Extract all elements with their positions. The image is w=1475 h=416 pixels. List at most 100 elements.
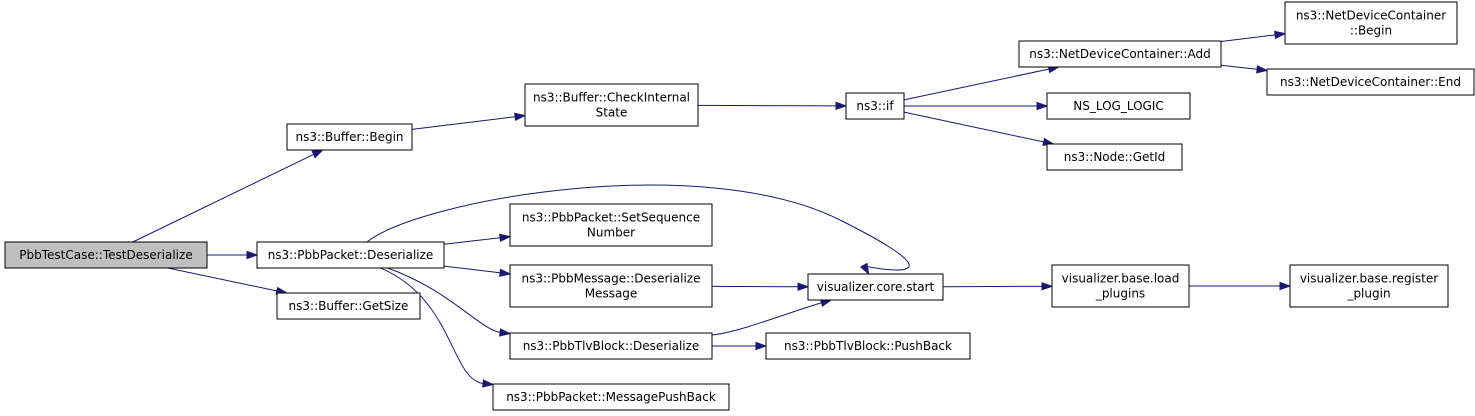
node-label: _plugins <box>1095 287 1145 301</box>
node-box[interactable] <box>524 83 699 127</box>
edge-line <box>167 267 278 292</box>
node-ns3-buffer-getsize[interactable]: ns3::Buffer::GetSize <box>276 292 421 320</box>
node-label: ns3::Buffer::Begin <box>295 130 403 144</box>
edge-n2-n14 <box>387 267 512 337</box>
node-box[interactable] <box>492 383 730 411</box>
node-ns3-netdevicecontainer-begin[interactable]: ns3::NetDeviceContainer::Begin <box>1284 1 1458 45</box>
edge-n14-n11 <box>711 298 833 336</box>
node-ns3-netdevicecontainer-add[interactable]: ns3::NetDeviceContainer::Add <box>1018 40 1222 68</box>
node-box[interactable] <box>1289 264 1449 308</box>
node-box[interactable] <box>4 241 208 269</box>
edge-n6-n9 <box>1220 30 1287 43</box>
arrowhead-icon <box>1256 65 1269 74</box>
node-label: Number <box>587 226 635 240</box>
node-visualizer-core-start[interactable]: visualizer.core.start <box>807 273 944 301</box>
arrowhead-icon <box>499 328 512 337</box>
node-ns3-pbbpacket-messagepushback[interactable]: ns3::PbbPacket::MessagePushBack <box>492 383 730 411</box>
edge-line <box>387 267 502 334</box>
arrowhead-icon <box>835 101 848 111</box>
arrowhead-icon <box>755 341 768 351</box>
edge-n5-n7 <box>904 101 1049 111</box>
node-label: ns3::PbbPacket::SetSequence <box>522 211 700 225</box>
node-label: visualizer.base.register <box>1300 272 1438 286</box>
edge-n1-n4 <box>411 112 527 130</box>
arrowhead-icon <box>1041 282 1054 291</box>
node-label: ns3::NetDeviceContainer <box>1296 9 1446 23</box>
node-box[interactable] <box>1051 264 1190 308</box>
node-box[interactable] <box>765 332 971 360</box>
edge-n2-n11 <box>366 184 910 276</box>
node-box[interactable] <box>256 241 445 269</box>
edge-line <box>443 237 502 245</box>
edge-n2-n15 <box>380 267 495 388</box>
node-box[interactable] <box>807 273 944 301</box>
edge-line <box>1220 34 1277 43</box>
edge-line <box>1220 64 1259 70</box>
node-ns3-pbbtlvblock-pushback[interactable]: ns3::PbbTlvBlock::PushBack <box>765 332 971 360</box>
arrowhead-icon <box>246 250 259 260</box>
edge-n0-n1 <box>132 149 325 243</box>
node-ns3-buffer-begin[interactable]: ns3::Buffer::Begin <box>286 123 413 151</box>
node-visualizer-base-register-plugin[interactable]: visualizer.base.register_plugin <box>1289 264 1449 308</box>
node-box[interactable] <box>509 264 713 308</box>
node-box[interactable] <box>276 292 421 320</box>
nodes-layer: PbbTestCase::TestDeserializens3::Buffer:… <box>4 1 1475 411</box>
arrowhead-icon <box>482 379 495 388</box>
node-label: PbbTestCase::TestDeserialize <box>19 248 192 262</box>
node-label: Message <box>585 287 638 301</box>
node-box[interactable] <box>286 123 413 151</box>
edge-n16-n17 <box>1189 281 1292 291</box>
node-label: ns3::PbbTlvBlock::PushBack <box>784 339 952 353</box>
node-label: ns3::NetDeviceContainer::End <box>1280 75 1461 89</box>
edge-line <box>380 267 485 385</box>
edge-n5-n8 <box>903 111 1055 146</box>
edge-n5-n6 <box>903 65 1061 101</box>
node-label: ns3::if <box>856 99 894 113</box>
node-box[interactable] <box>1018 40 1222 68</box>
node-ns3-netdevicecontainer-end[interactable]: ns3::NetDeviceContainer::End <box>1266 68 1475 96</box>
arrowhead-icon <box>859 262 870 276</box>
edge-line <box>697 104 838 107</box>
edge-line <box>711 302 823 336</box>
arrowhead-icon <box>1036 101 1049 111</box>
node-box[interactable] <box>1284 1 1458 45</box>
node-label: _plugin <box>1346 287 1390 301</box>
arrowhead-icon <box>514 112 527 122</box>
edges-layer <box>132 30 1292 388</box>
arrowhead-icon <box>499 268 512 277</box>
node-ns3-pbbpacket-deserialize[interactable]: ns3::PbbPacket::Deserialize <box>256 241 445 269</box>
node-label: ns3::PbbTlvBlock::Deserialize <box>523 339 700 353</box>
edge-n0-n3 <box>167 267 289 295</box>
edge-n13-n11 <box>711 282 810 291</box>
arrowhead-icon <box>1274 30 1287 40</box>
edge-line <box>903 111 1045 143</box>
edge-line <box>132 153 315 243</box>
node-ns3-node-getid[interactable]: ns3::Node::GetId <box>1046 143 1183 171</box>
node-box[interactable] <box>509 203 713 247</box>
node-box[interactable] <box>1266 68 1475 96</box>
node-box[interactable] <box>509 332 713 360</box>
edge-n2-n13 <box>443 265 512 277</box>
node-box[interactable] <box>1046 143 1183 171</box>
node-pbbtestcase-testdeserialize[interactable]: PbbTestCase::TestDeserialize <box>4 241 208 269</box>
node-label: ns3::Node::GetId <box>1064 150 1166 164</box>
node-label: ns3::NetDeviceContainer::Add <box>1029 47 1210 61</box>
node-visualizer-base-load-plugins[interactable]: visualizer.base.load_plugins <box>1051 264 1190 308</box>
node-box[interactable] <box>1046 92 1191 120</box>
edge-n14-n18 <box>712 341 768 351</box>
node-ns3-if[interactable]: ns3::if <box>845 92 905 120</box>
edge-n11-n16 <box>942 282 1054 291</box>
node-label: ns3::Buffer::CheckInternal <box>533 91 690 105</box>
node-label: NS_LOG_LOGIC <box>1073 99 1164 113</box>
node-box[interactable] <box>845 92 905 120</box>
node-ns3-pbbtlvblock-deserialize[interactable]: ns3::PbbTlvBlock::Deserialize <box>509 332 713 360</box>
node-label: ns3::Buffer::GetSize <box>289 299 409 313</box>
edge-n0-n2 <box>207 250 259 260</box>
edge-line <box>443 265 502 274</box>
node-ns-log-logic[interactable]: NS_LOG_LOGIC <box>1046 92 1191 120</box>
node-label: State <box>596 106 628 120</box>
